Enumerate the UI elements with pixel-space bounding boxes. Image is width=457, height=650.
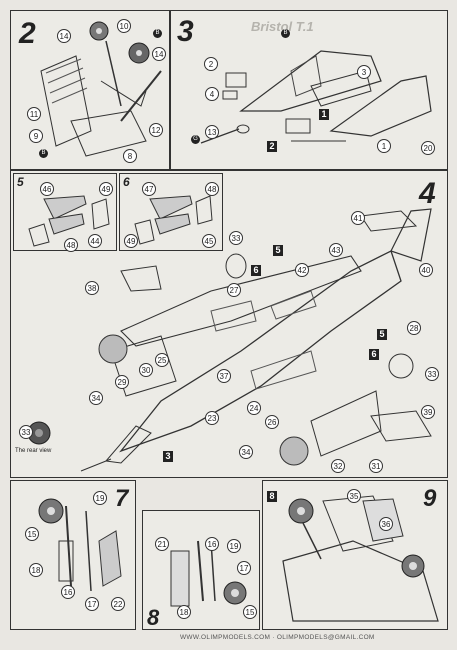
callout-47: 47 bbox=[142, 182, 156, 196]
paint-marker: B bbox=[281, 29, 290, 38]
callout-13: 13 bbox=[205, 125, 219, 139]
callout-34: 34 bbox=[89, 391, 103, 405]
sub-step-box-5: 5 bbox=[273, 245, 283, 256]
rear-view-caption: The rear view bbox=[15, 448, 52, 454]
callout-23: 23 bbox=[205, 411, 219, 425]
cockpit-tub-illustration bbox=[40, 21, 162, 157]
fuselage-half-illustration bbox=[200, 50, 432, 144]
panel-step-3: 3 Bristol T.1 2 4 3 13 1 20 1 2 B G bbox=[170, 10, 448, 170]
sub-step-box-1: 1 bbox=[319, 109, 329, 120]
paint-marker: B bbox=[153, 29, 162, 38]
landing-gear-illustration bbox=[38, 498, 122, 592]
callout-31: 31 bbox=[369, 459, 383, 473]
callout-16: 16 bbox=[205, 537, 219, 551]
callout-14: 14 bbox=[152, 47, 166, 61]
panel-3-title: Bristol T.1 bbox=[251, 19, 314, 34]
sub-step-box-5: 5 bbox=[377, 329, 387, 340]
sub-step-number-5: 5 bbox=[17, 175, 24, 189]
sub-step-box-3: 3 bbox=[163, 451, 173, 462]
callout-38: 38 bbox=[85, 281, 99, 295]
step-number-4: 4 bbox=[419, 177, 436, 210]
callout-36: 36 bbox=[379, 517, 393, 531]
callout-19: 19 bbox=[227, 539, 241, 553]
sub-panel-6: 6 47 48 49 45 bbox=[119, 173, 223, 251]
callout-42: 42 bbox=[295, 263, 309, 277]
callout-41: 41 bbox=[351, 211, 365, 225]
callout-33: 33 bbox=[229, 231, 243, 245]
callout-9: 9 bbox=[29, 129, 43, 143]
callout-28: 28 bbox=[407, 321, 421, 335]
callout-8: 8 bbox=[123, 149, 137, 163]
callout-17: 17 bbox=[237, 561, 251, 575]
callout-34: 34 bbox=[239, 445, 253, 459]
rear-view-callout-33: 33 bbox=[19, 425, 33, 439]
callout-48: 48 bbox=[205, 182, 219, 196]
callout-10: 10 bbox=[117, 19, 131, 33]
step-number-2: 2 bbox=[19, 17, 36, 50]
main-gear-illustration bbox=[170, 540, 247, 607]
callout-29: 29 bbox=[115, 375, 129, 389]
callout-19: 19 bbox=[93, 491, 107, 505]
footer-website: WWW.OLIMPMODELS.COM · OLIMPMODELS@GMAIL.… bbox=[180, 634, 375, 641]
paint-marker: B bbox=[39, 149, 48, 158]
callout-44: 44 bbox=[88, 234, 102, 248]
panel-step-9: 9 8 35 36 bbox=[262, 480, 448, 630]
panel-step-4: 4 5 46 49 44 48 6 47 48 49 45 bbox=[10, 170, 448, 478]
callout-48: 48 bbox=[64, 238, 78, 252]
callout-27: 27 bbox=[227, 283, 241, 297]
callout-3: 3 bbox=[357, 65, 371, 79]
callout-20: 20 bbox=[421, 141, 435, 155]
sub-step-box-8: 8 bbox=[267, 491, 277, 502]
callout-14: 14 bbox=[57, 29, 71, 43]
callout-4: 4 bbox=[205, 87, 219, 101]
callout-1: 1 bbox=[377, 139, 391, 153]
sub-step-box-2: 2 bbox=[267, 141, 277, 152]
callout-11: 11 bbox=[27, 107, 41, 121]
callout-21: 21 bbox=[155, 537, 169, 551]
callout-45: 45 bbox=[202, 234, 216, 248]
callout-15: 15 bbox=[243, 605, 257, 619]
panel-step-8: 8 21 16 19 17 18 15 bbox=[142, 510, 260, 630]
callout-22: 22 bbox=[111, 597, 125, 611]
callout-35: 35 bbox=[347, 489, 361, 503]
callout-25: 25 bbox=[155, 353, 169, 367]
callout-39: 39 bbox=[421, 405, 435, 419]
callout-37: 37 bbox=[217, 369, 231, 383]
callout-30: 30 bbox=[139, 363, 153, 377]
sub-panel-5: 5 46 49 44 48 bbox=[13, 173, 117, 252]
flap-parts-illustration bbox=[28, 195, 110, 247]
callout-12: 12 bbox=[149, 123, 163, 137]
callout-18: 18 bbox=[29, 563, 43, 577]
step-number-7: 7 bbox=[115, 485, 129, 512]
callout-16: 16 bbox=[61, 585, 75, 599]
gear-bay-illustration bbox=[282, 495, 439, 622]
callout-26: 26 bbox=[265, 415, 279, 429]
glue-marker: G bbox=[191, 135, 200, 144]
callout-24: 24 bbox=[247, 401, 261, 415]
callout-33: 33 bbox=[425, 367, 439, 381]
callout-17: 17 bbox=[85, 597, 99, 611]
step-number-9: 9 bbox=[423, 485, 437, 512]
flap-parts-illustration bbox=[134, 195, 213, 245]
callout-15: 15 bbox=[25, 527, 39, 541]
sub-step-box-6: 6 bbox=[251, 265, 261, 276]
callout-40: 40 bbox=[419, 263, 433, 277]
sub-step-box-6: 6 bbox=[369, 349, 379, 360]
callout-46: 46 bbox=[40, 182, 54, 196]
step-number-8: 8 bbox=[147, 605, 160, 630]
callout-2: 2 bbox=[204, 57, 218, 71]
callout-32: 32 bbox=[331, 459, 345, 473]
callout-49: 49 bbox=[99, 182, 113, 196]
callout-49: 49 bbox=[124, 234, 138, 248]
panel-step-7: 7 19 15 18 16 17 22 bbox=[10, 480, 136, 630]
exploded-aircraft-illustration bbox=[27, 208, 432, 472]
callout-18: 18 bbox=[177, 605, 191, 619]
sub-step-number-6: 6 bbox=[123, 175, 130, 189]
callout-43: 43 bbox=[329, 243, 343, 257]
step-number-3: 3 bbox=[177, 15, 194, 48]
panel-step-2: 2 14 10 14 11 9 12 8 B B bbox=[10, 10, 170, 170]
